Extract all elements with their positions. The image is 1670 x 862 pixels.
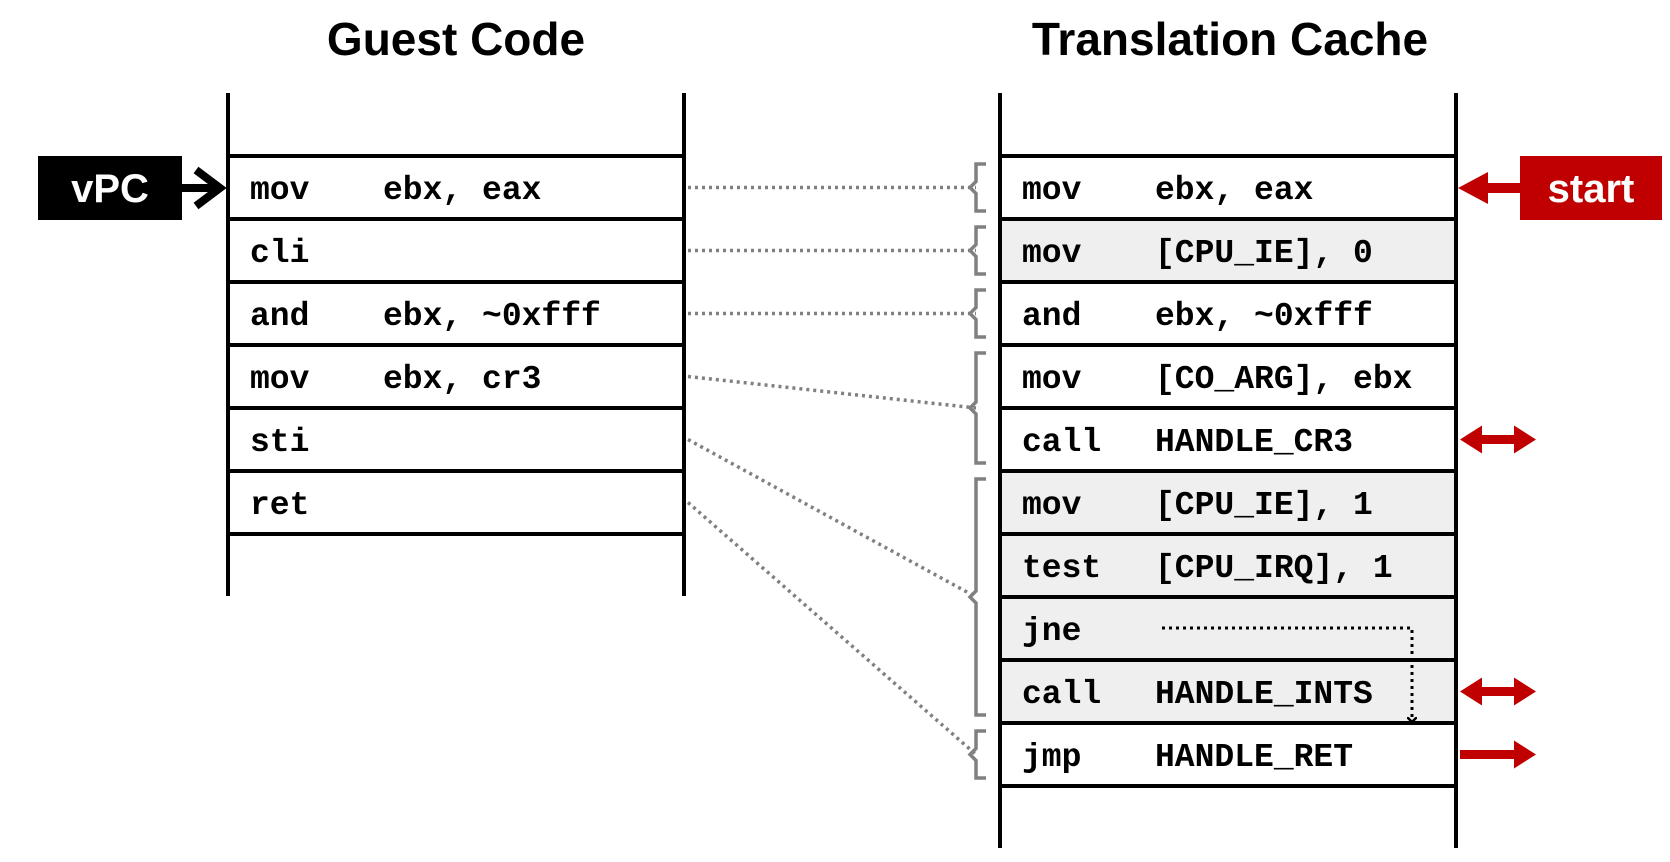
cache-opcode: mov [1022,487,1082,524]
mapping-line [686,501,978,756]
cache-operands: [CPU_IRQ], 1 [1155,550,1393,587]
cache-operands: [CO_ARG], ebx [1155,361,1412,398]
right-arrow [1460,740,1536,769]
cache-row-shade [1000,660,1456,723]
cache-row-shade [1000,471,1456,534]
cache-bracket [967,477,986,717]
cache-opcode: jmp [1022,739,1081,776]
mapping-connectors [686,162,986,780]
cache-operands: [CPU_IE], 1 [1155,487,1373,524]
vpc-label: vPC [71,167,149,211]
guest-code-rows: mov ebx, eax cli and ebx, ~0xfff mov ebx, cr3 s… [228,154,684,536]
cache-operands: ebx, eax [1155,172,1313,209]
cache-row-shade [1000,534,1456,597]
start-label: start [1548,167,1635,211]
guest-opcode: cli [250,235,309,272]
mapping-line [687,437,977,599]
cache-operands: HANDLE_CR3 [1155,424,1353,461]
vpc-arrow [182,166,227,210]
guest-opcode: and [250,298,309,335]
cache-bracket [967,162,986,213]
mapping-line [687,374,977,410]
cache-opcode: mov [1022,172,1082,209]
cache-bracket [967,351,986,465]
cache-opcode: mov [1022,235,1082,272]
vpc-box [38,156,182,220]
start-arrow [1458,172,1520,204]
double-arrow [1460,425,1536,454]
guest-operands: ebx, cr3 [383,361,541,398]
cache-row-shading [1000,219,1456,723]
guest-operands: ebx, eax [383,172,541,209]
cache-opcode: test [1022,550,1101,587]
cache-bracket [967,288,986,339]
guest-opcode: mov [250,172,310,209]
guest-code-title: Guest Code [327,13,585,65]
cache-bracket [967,225,986,276]
cache-opcode: call [1022,676,1101,713]
cache-operands: HANDLE_INTS [1155,676,1373,713]
guest-opcode: ret [250,487,309,524]
cache-opcode: jne [1022,613,1081,650]
guest-opcode: sti [250,424,309,461]
cache-operands: ebx, ~0xfff [1155,298,1373,335]
translation-cache-rows: mov ebx, eax mov [CPU_IE], 0 and ebx, ~0xfff m… [1000,154,1456,788]
start-box [1520,156,1662,220]
double-arrow [1460,677,1536,706]
cache-opcode: mov [1022,361,1082,398]
translation-cache-title: Translation Cache [1032,13,1428,65]
handler-arrows [1460,425,1536,769]
cache-opcode: call [1022,424,1101,461]
cache-bracket [967,729,986,780]
cache-operands: HANDLE_RET [1155,739,1353,776]
cache-opcode: and [1022,298,1081,335]
cache-operands: [CPU_IE], 0 [1155,235,1373,272]
guest-opcode: mov [250,361,310,398]
guest-operands: ebx, ~0xfff [383,298,601,335]
cache-row-shade [1000,219,1456,282]
